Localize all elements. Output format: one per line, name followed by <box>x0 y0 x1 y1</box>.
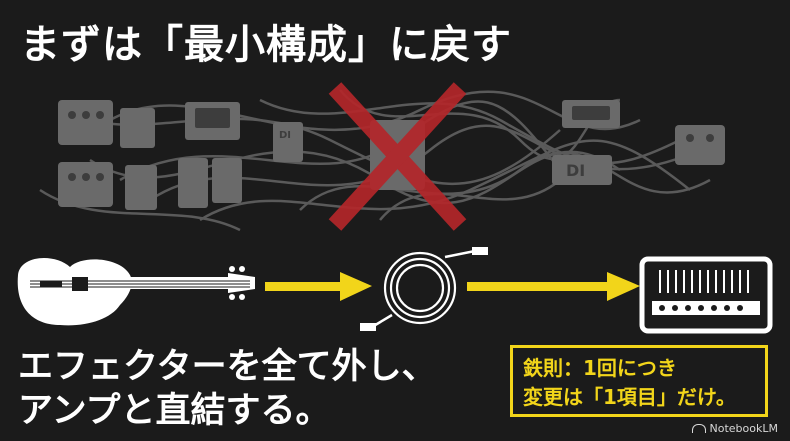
cable-icon <box>360 247 488 331</box>
arrow-icon <box>265 272 372 301</box>
rule-callout: 鉄則：1回につき 変更は「1項目」だけ。 <box>510 345 768 417</box>
rule-line-1: 鉄則：1回につき <box>523 356 677 380</box>
signal-flow <box>17 247 773 334</box>
arrow-icon <box>467 272 640 301</box>
instruction-text: エフェクターを全て外し、 アンプと直結する。 <box>18 345 437 433</box>
cross-icon <box>328 82 467 231</box>
logo-text: NotebookLM <box>709 422 778 435</box>
amplifier-icon <box>639 256 773 334</box>
rule-line-2: 変更は「1項目」だけ。 <box>523 385 736 409</box>
bass-guitar-icon <box>17 257 255 326</box>
instruction-line-1: エフェクターを全て外し、 <box>18 347 437 387</box>
pedalboard-illustration: DI DI <box>39 82 725 232</box>
notebooklm-logo: NotebookLM <box>691 422 778 435</box>
page-title: まずは「最小構成」に戻す <box>20 22 512 68</box>
instruction-line-2: アンプと直結する。 <box>18 391 331 431</box>
di-box-label: DI <box>566 161 585 180</box>
logo-icon <box>691 424 706 433</box>
di-small-label: DI <box>279 130 291 141</box>
